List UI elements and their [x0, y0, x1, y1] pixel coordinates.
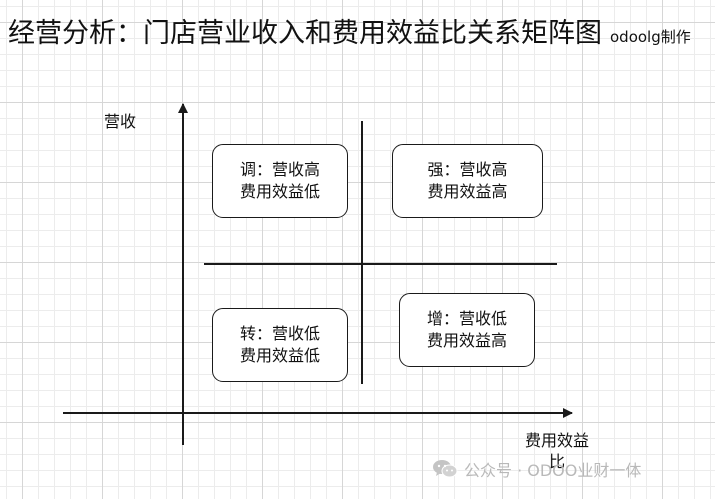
quadrant-bottom-left-line2: 费用效益低 — [239, 346, 320, 365]
title-main: 经营分析：门店营业收入和费用效益比关系矩阵图 — [8, 18, 602, 49]
quadrant-top-right-line2: 费用效益高 — [427, 182, 508, 201]
quadrant-bottom-left-line1: 转：营收低 — [239, 324, 320, 343]
y-axis-label: 营收 — [104, 112, 137, 131]
quadrant-top-left: 调：营收高 费用效益低 — [212, 144, 348, 218]
wechat-icon — [433, 460, 458, 478]
quadrant-bottom-right-line1: 增：营收低 — [426, 309, 507, 328]
watermark-text: 公众号 · ODOO业财一体 — [464, 461, 642, 480]
quadrant-bottom-left: 转：营收低 费用效益低 — [212, 308, 348, 382]
quadrant-bottom-right-line2: 费用效益高 — [426, 331, 507, 350]
title-author: odoolg制作 — [610, 28, 691, 46]
watermark: 公众号 · ODOO业财一体 — [432, 457, 641, 481]
quadrant-top-left-line1: 调：营收高 — [239, 160, 320, 179]
x-axis-label: 费用效益比 — [524, 431, 589, 471]
quadrant-top-left-line2: 费用效益低 — [239, 182, 320, 201]
quadrant-bottom-right: 增：营收低 费用效益高 — [399, 293, 535, 367]
quadrant-top-right-line1: 强：营收高 — [427, 160, 508, 179]
quadrant-top-right: 强：营收高 费用效益高 — [392, 144, 543, 218]
page-title: 经营分析：门店营业收入和费用效益比关系矩阵图 odoolg制作 — [8, 14, 691, 54]
